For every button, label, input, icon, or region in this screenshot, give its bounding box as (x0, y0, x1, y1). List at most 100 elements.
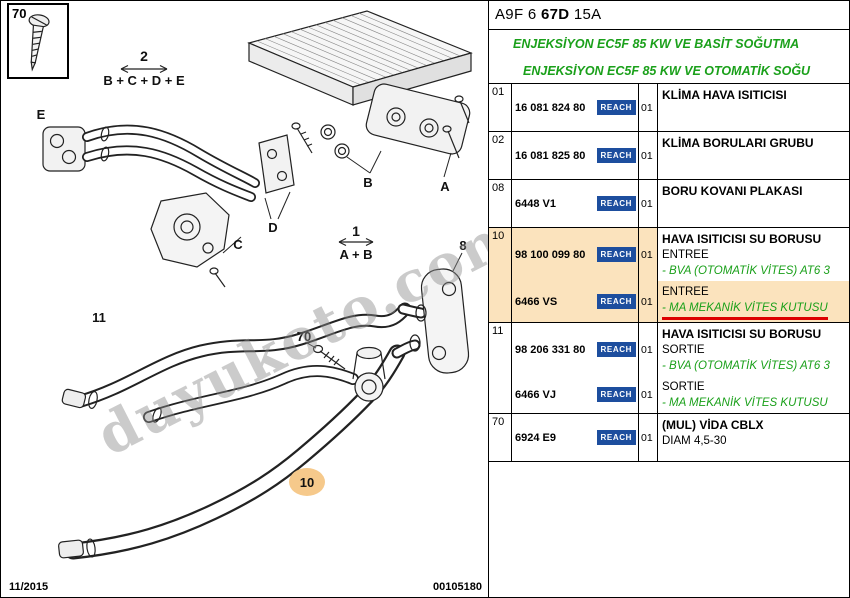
bracket-c-drawing (150, 192, 230, 288)
screw-icon (28, 14, 50, 72)
description-line: KLİMA HAVA ISITICISI (662, 88, 787, 102)
description-cell: (MUL) VİDA CBLX DIAM 4,5-30 (658, 414, 849, 461)
qty-cell: 01 (639, 414, 658, 461)
parts-diagram: 2 B + C + D + E 1 A + B E A B C D 8 11 7… (37, 10, 473, 560)
reach-badge[interactable]: REACH (596, 100, 636, 115)
reach-badge[interactable]: REACH (596, 294, 636, 309)
group-arrows (120, 64, 374, 247)
part-number: 6924 E9 (515, 431, 556, 444)
part-number-cell: 6448 V1 REACH (512, 180, 639, 227)
description-line: KLİMA BORULARI GRUBU (662, 136, 814, 150)
description-cell: KLİMA BORULARI GRUBU (658, 132, 849, 179)
part-number: 16 081 825 80 (515, 149, 586, 162)
description-line: - MA MEKANİK VİTES KUTUSU (662, 397, 828, 409)
reach-badge[interactable]: REACH (596, 148, 636, 163)
subtitle-line-1: ENJEKSİYON EC5F 85 KW VE BASİT SOĞUTMA (513, 37, 800, 51)
part-number: 98 100 099 80 (515, 248, 586, 261)
description-line: BORU KOVANI PLAKASI (662, 184, 803, 198)
reach-badge[interactable]: REACH (596, 342, 636, 357)
footer-code: 00105180 (433, 581, 482, 593)
inset-label: 70 (12, 6, 27, 21)
part-number-cell: 6466 VJ REACH (512, 376, 639, 413)
footer-date: 11/2015 (9, 581, 49, 593)
description-line: ENTREE (662, 286, 709, 298)
row-ref-cell: 11 (489, 323, 512, 413)
qty-cell: 01 (639, 376, 658, 413)
part-number: 98 206 331 80 (515, 343, 586, 356)
diagram-label-e: E (37, 107, 46, 122)
description-line: - BVA (OTOMATİK VİTES) AT6 3 (662, 265, 830, 277)
heater-core-drawing (247, 10, 473, 106)
part-number-cell: 6924 E9 REACH (512, 414, 639, 461)
part-number-cell: 98 206 331 80 REACH (512, 323, 639, 376)
connector-e-drawing (42, 126, 86, 172)
item-10-badge[interactable] (289, 468, 325, 496)
diagram-label-group2: 2 (140, 48, 148, 64)
description-line: (MUL) VİDA CBLX (662, 418, 764, 432)
diagram-label-a: A (440, 179, 450, 194)
row-ref-cell: 01 (489, 84, 512, 131)
description-line: DIAM 4,5-30 (662, 435, 727, 447)
diagram-label-group1-formula: A + B (339, 247, 372, 262)
reach-badge[interactable]: REACH (596, 196, 636, 211)
description-line: HAVA ISITICISI SU BORUSU (662, 232, 822, 246)
description-line: SORTIE (662, 344, 705, 356)
catalog-reference-title: A9F 6 67D 15A (489, 1, 849, 30)
description-cell: ENTREE - MA MEKANİK VİTES KUTUSU (658, 281, 849, 322)
part-number: 16 081 824 80 (515, 101, 586, 114)
diagram-label-d: D (268, 220, 277, 235)
qty-cell: 01 (639, 281, 658, 322)
row-ref-cell: 70 (489, 414, 512, 461)
inset-box-70: 70 (7, 3, 69, 79)
part-number: 6448 V1 (515, 197, 556, 210)
row-ref-cell: 10 (489, 228, 512, 322)
reach-badge[interactable]: REACH (596, 387, 636, 402)
seal-parts-drawing (258, 122, 350, 194)
description-line: SORTIE (662, 381, 705, 393)
description-cell: SORTIE - MA MEKANİK VİTES KUTUSU (658, 376, 849, 413)
part-number-cell: 16 081 824 80 REACH (512, 84, 639, 131)
description-line: HAVA ISITICISI SU BORUSU (662, 327, 822, 341)
title-prefix: A9F 6 (495, 6, 541, 23)
part-number-cell: 16 081 825 80 REACH (512, 132, 639, 179)
qty-cell: 01 (639, 84, 658, 131)
diagram-label-group1: 1 (352, 223, 360, 239)
description-line: ENTREE (662, 249, 709, 261)
title-suffix: 15A (569, 6, 602, 23)
description-line: - MA MEKANİK VİTES KUTUSU (662, 300, 828, 320)
diagram-label-b: B (363, 175, 372, 190)
hose-fittings-drawing (58, 388, 162, 559)
part-number: 6466 VJ (515, 388, 556, 401)
engine-variant-subtitle: ENJEKSİYON EC5F 85 KW VE BASİT SOĞUTMA E… (489, 30, 849, 84)
valve-drawing (352, 346, 386, 402)
diagram-label-group2-formula: B + C + D + E (103, 73, 185, 88)
screw-70-drawing (312, 344, 346, 370)
long-hoses-drawing (64, 302, 427, 560)
parts-panel: A9F 6 67D 15A ENJEKSİYON EC5F 85 KW VE B… (489, 1, 849, 597)
diagram-label-10[interactable]: 10 (300, 475, 314, 490)
row-ref-cell: 08 (489, 180, 512, 227)
subtitle-line-2: ENJEKSİYON EC5F 85 KW VE OTOMATİK SOĞU (523, 64, 811, 78)
diagram-label-70: 70 (297, 329, 311, 344)
title-bold: 67D (541, 6, 570, 23)
description-cell: BORU KOVANI PLAKASI (658, 180, 849, 227)
reach-badge[interactable]: REACH (596, 247, 636, 262)
row-ref-cell: 02 (489, 132, 512, 179)
reach-badge[interactable]: REACH (596, 430, 636, 445)
qty-cell: 01 (639, 132, 658, 179)
diagram-pane: 70 (1, 1, 489, 597)
qty-cell: 01 (639, 180, 658, 227)
description-cell: KLİMA HAVA ISITICISI (658, 84, 849, 131)
qty-cell: 01 (639, 228, 658, 281)
diagram-label-8: 8 (459, 238, 466, 253)
